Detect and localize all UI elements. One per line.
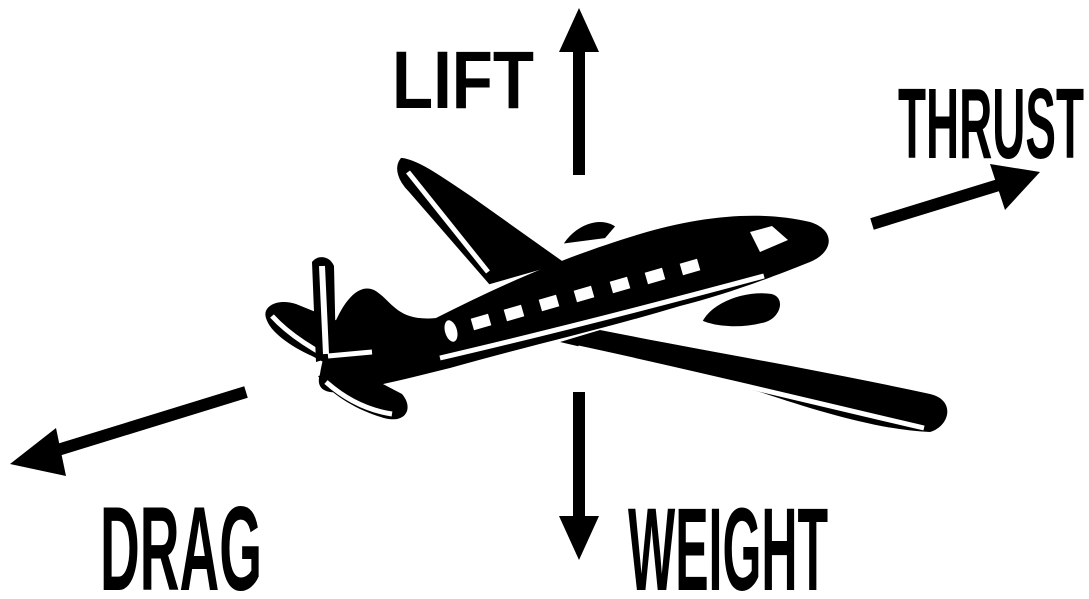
drag-label: DRAG: [100, 482, 262, 599]
weight-arrow: [559, 392, 599, 560]
near-wing: [560, 330, 947, 432]
lift-arrow: [559, 8, 599, 175]
drag-arrow: [10, 392, 246, 476]
airplane-icon: [265, 160, 947, 432]
thrust-label: THRUST: [898, 68, 1084, 180]
lift-label: LIFT: [392, 35, 534, 126]
weight-label: WEIGHT: [628, 484, 828, 599]
